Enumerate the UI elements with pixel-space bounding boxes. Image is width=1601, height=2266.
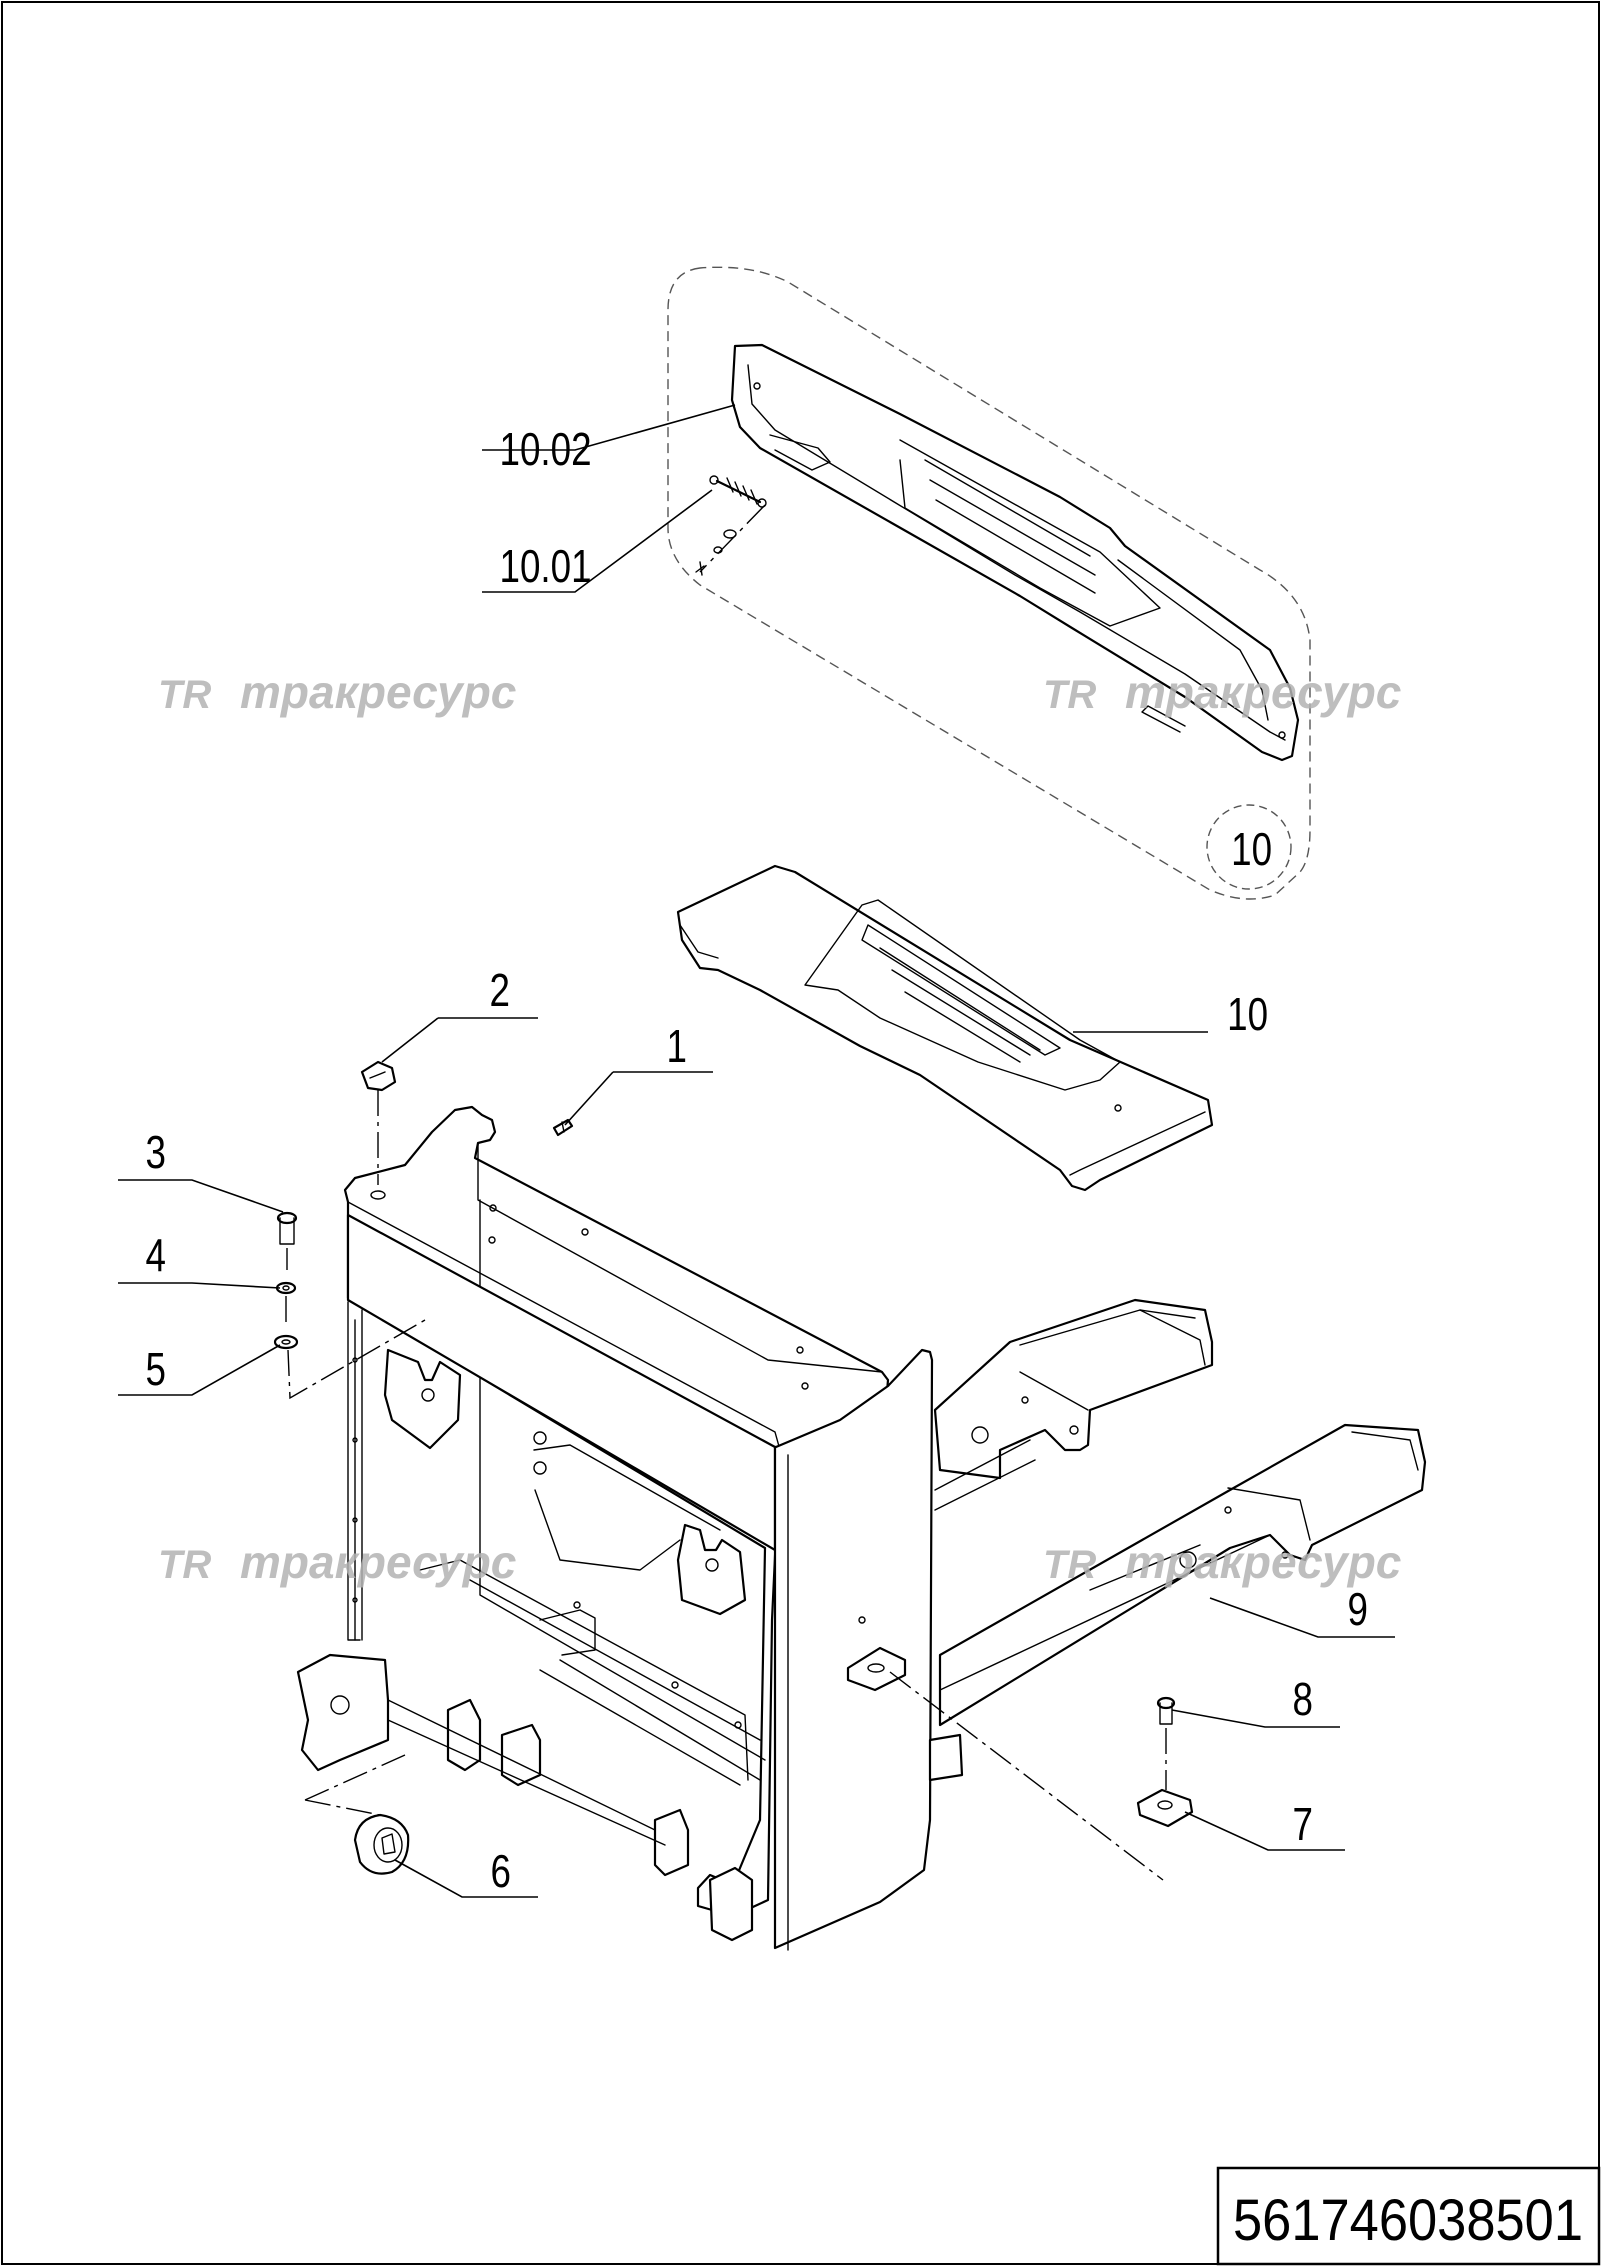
part-2-clip <box>360 1060 397 1200</box>
detail-10-circle <box>1206 804 1292 890</box>
callout-10-part: 10 <box>1227 988 1268 1040</box>
part-6-roller <box>304 1754 410 1875</box>
callout-2: 2 <box>490 964 510 1016</box>
watermark-top-right: TR тракресурс <box>1043 666 1401 718</box>
watermark-bottom-right: TR тракресурс <box>1043 1536 1401 1588</box>
watermark-text: тракресурс <box>1125 1536 1401 1588</box>
part-1-screw <box>552 1118 574 1137</box>
callout-9: 9 <box>1348 1583 1368 1635</box>
watermark-text: тракресурс <box>240 666 516 718</box>
callout-7: 7 <box>1293 1798 1313 1850</box>
callout-8: 8 <box>1293 1673 1313 1725</box>
watermark-logo: TR <box>158 673 211 717</box>
part-3-bolt <box>276 1211 298 1270</box>
callout-6: 6 <box>491 1845 511 1897</box>
watermark-text: тракресурс <box>240 1536 516 1588</box>
callout-3: 3 <box>146 1126 166 1178</box>
callout-5: 5 <box>146 1343 166 1395</box>
rail-clamp-plate <box>846 1646 1164 1881</box>
watermark-logo: TR <box>1043 673 1096 717</box>
watermark-logo: TR <box>158 1543 211 1587</box>
slide-rails-9 <box>928 1298 1427 1782</box>
part-5-washer <box>273 1319 426 1400</box>
part-7-nut-plate <box>1136 1788 1194 1828</box>
seat-base-frame <box>296 1105 934 1951</box>
document-number: 561746038501 <box>1233 2188 1583 2253</box>
callout-10-01: 10.01 <box>500 540 592 592</box>
watermark-text: тракресурс <box>1125 666 1401 718</box>
leader-lines <box>118 404 1395 1898</box>
watermark-logo: TR <box>1043 1543 1096 1587</box>
part-8-bolt <box>1156 1696 1176 1790</box>
armrest-cover-10-02 <box>730 343 1300 762</box>
watermark-top-left: TR тракресурс <box>158 666 516 718</box>
callout-10-assembly: 10 <box>1231 823 1272 875</box>
document-number-box: 561746038501 <box>1216 2166 1601 2266</box>
spring-assembly-10-01 <box>695 475 767 576</box>
watermark-bottom-left: TR тракресурс <box>158 1536 516 1588</box>
callout-1: 1 <box>667 1020 687 1072</box>
detail-10-frame <box>667 266 1311 900</box>
armrest-10 <box>676 864 1214 1192</box>
callout-4: 4 <box>146 1229 166 1281</box>
part-4-washer <box>275 1281 297 1326</box>
callout-10-02: 10.02 <box>500 423 592 475</box>
